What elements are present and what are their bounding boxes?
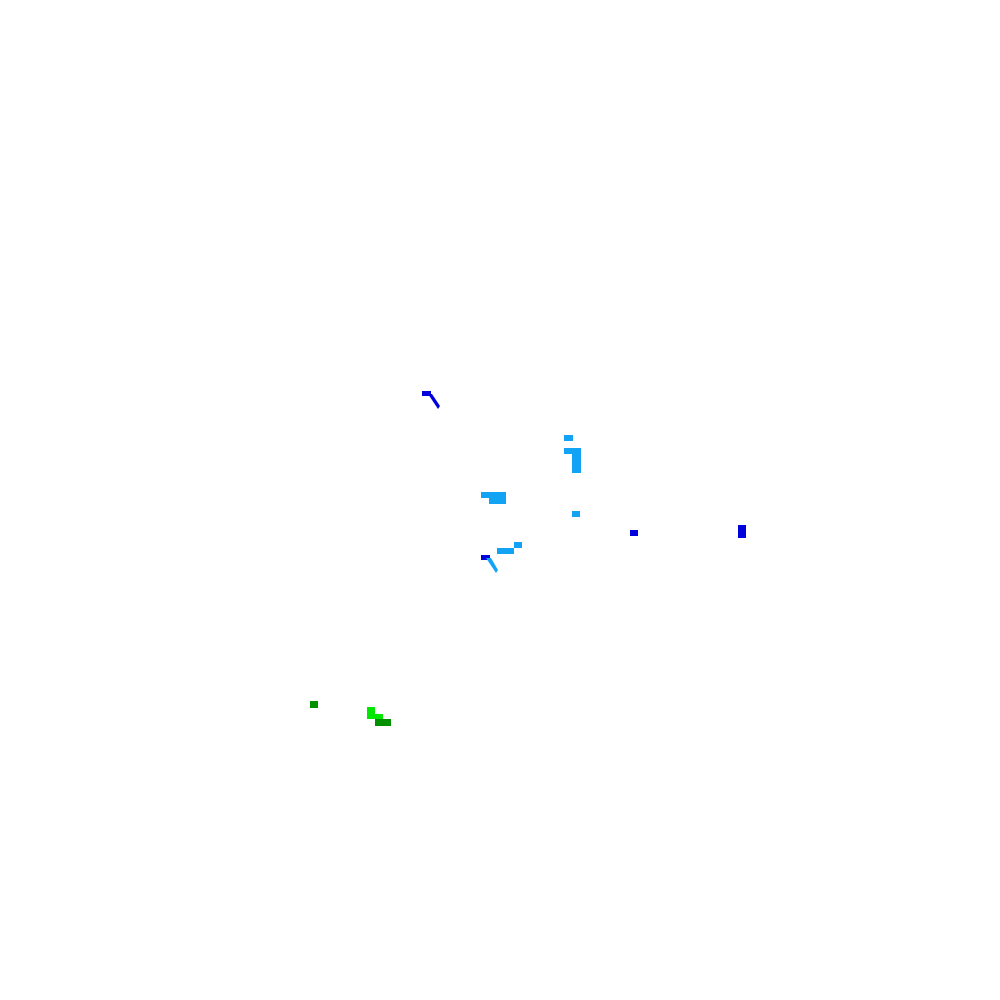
sky-blue-dot-center (572, 511, 580, 517)
dark-blue-dot-center (630, 530, 638, 536)
dark-green-dot (310, 701, 318, 708)
dark-blue-hook-lower (481, 555, 490, 560)
sky-blue-hook-tail (486, 558, 498, 573)
sky-blue-ledge-left (481, 492, 506, 498)
sky-blue-block-left (489, 498, 506, 504)
bright-green-step (367, 707, 383, 719)
sky-blue-step-lower (497, 542, 522, 554)
sky-blue-dash-top (564, 435, 573, 441)
dark-green-bar (375, 719, 391, 726)
sky-blue-bar-upper (564, 448, 581, 454)
sky-blue-column (572, 454, 581, 473)
dark-blue-block-right (738, 525, 746, 538)
dark-blue-hook-upper (422, 391, 440, 409)
